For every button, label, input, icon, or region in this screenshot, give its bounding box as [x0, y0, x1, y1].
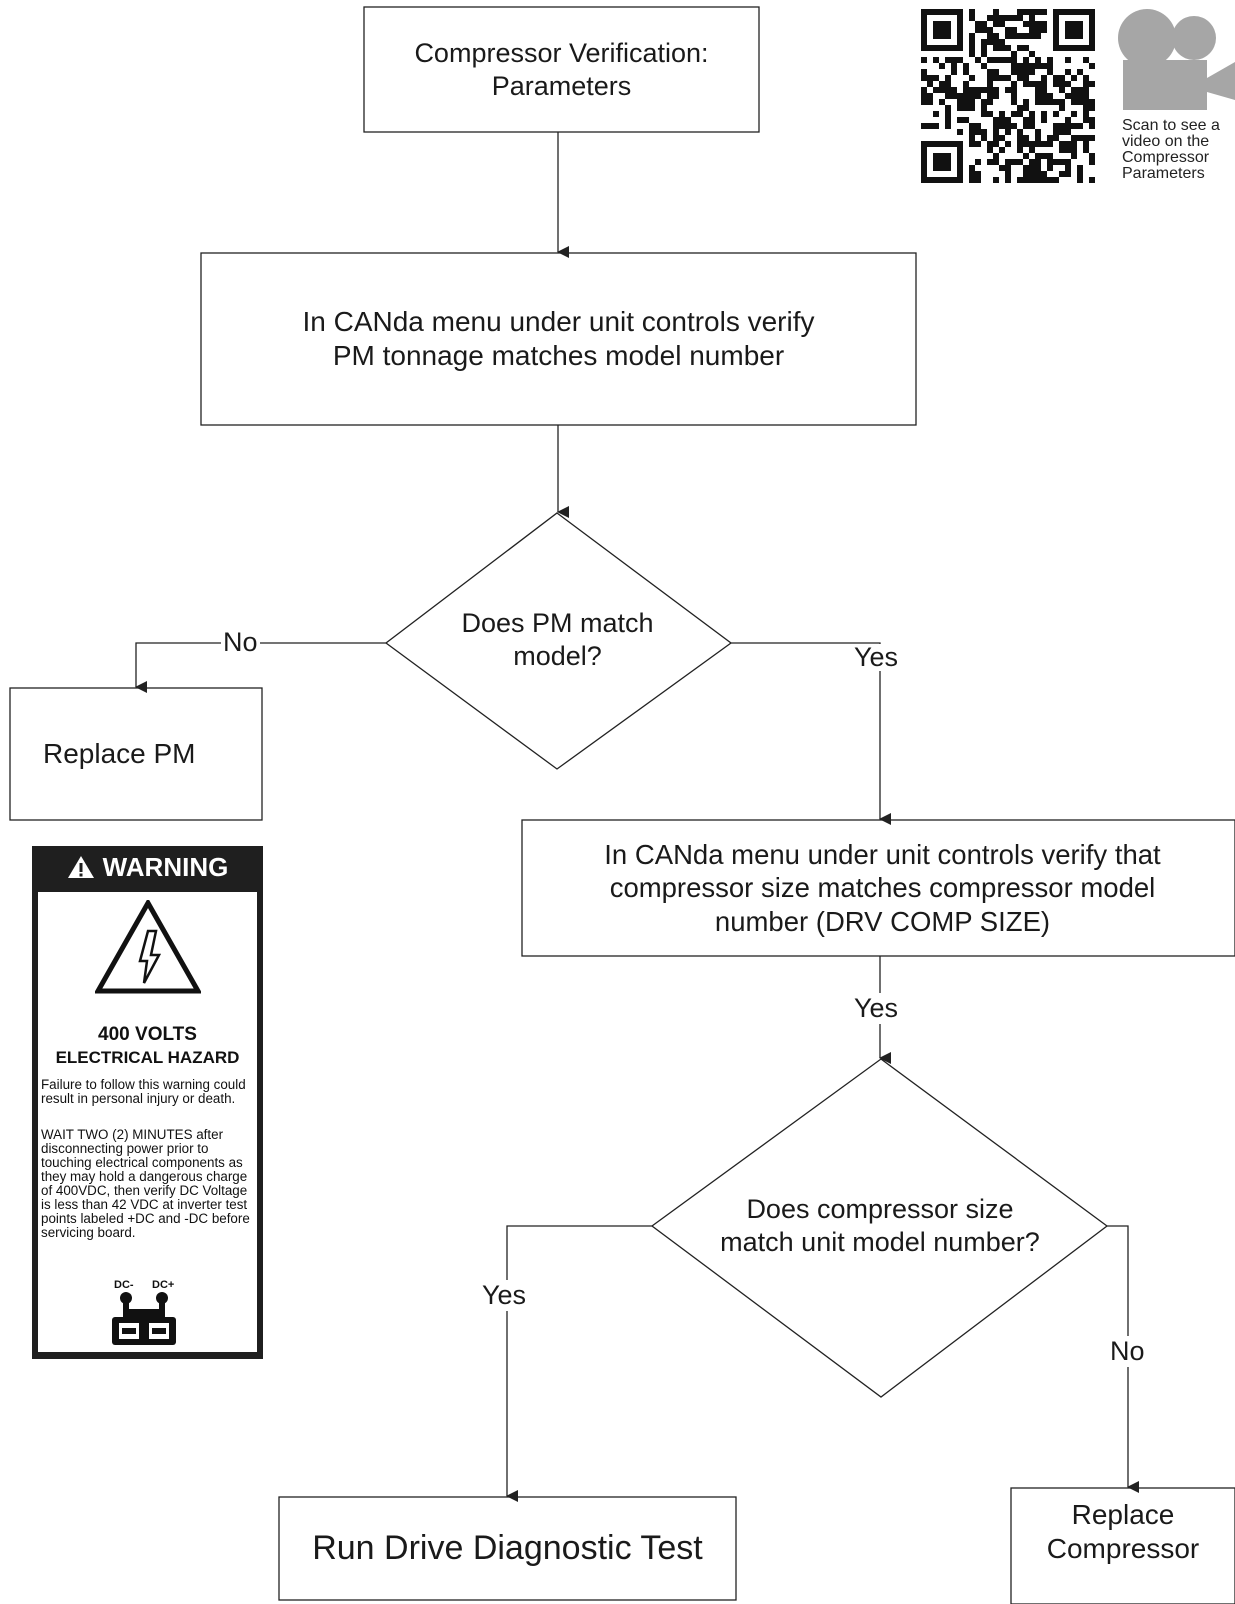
- qr-caption: Scan to see a video on the Compressor Pa…: [1122, 118, 1220, 182]
- high-voltage-icon: [95, 900, 201, 994]
- replace-comp-box: [1010, 1487, 1235, 1604]
- run-test-text: Run Drive Diagnostic Test: [312, 1528, 703, 1567]
- warning-volts: 400 VOLTS: [98, 1024, 197, 1045]
- dc-test-points-icon: [112, 1292, 176, 1345]
- edge-label-pm-no: No: [221, 627, 260, 657]
- warning-hazard: ELECTRICAL HAZARD: [55, 1048, 240, 1067]
- warning-paragraph-2: WAIT TWO (2) MINUTES after disconnecting…: [41, 1127, 250, 1240]
- edge-label-pm-yes: Yes: [854, 642, 899, 672]
- warning-paragraph-1: Failure to follow this warning could res…: [41, 1077, 246, 1106]
- edge-comp-no: [1107, 1225, 1139, 1493]
- replace-comp-text: Replace Compressor: [1046, 1499, 1200, 1565]
- verify-comp-text: In CANda menu under unit controls verify…: [604, 838, 1161, 937]
- video-camera-icon: [1118, 9, 1235, 110]
- decision-pm-diamond: [384, 512, 733, 770]
- edge-pm-no: [135, 642, 386, 693]
- edge-label-comp-no: No: [1110, 1336, 1145, 1367]
- qr-code: [921, 9, 1095, 183]
- replace-pm-text: Replace PM: [43, 737, 196, 769]
- warning-header: WARNING: [32, 846, 263, 888]
- edge-label-verify-comp-yes: Yes: [854, 993, 899, 1024]
- decision-pm-text: Does PM match model?: [461, 608, 654, 671]
- warning-body: 400 VOLTS ELECTRICAL HAZARD Failure to f…: [38, 892, 257, 1352]
- decision-comp-text: Does compressor size match unit model nu…: [720, 1194, 1040, 1257]
- dc-minus-label: DC-: [114, 1279, 134, 1291]
- edge-label-comp-yes: Yes: [482, 1280, 527, 1311]
- decision-comp-diamond: [650, 1058, 1109, 1398]
- warning-triangle-icon: [67, 856, 94, 878]
- verify-pm-text: In CANda menu under unit controls verify…: [302, 305, 815, 371]
- start-box: [363, 6, 760, 133]
- start-text: Compressor Verification: Parameters: [414, 37, 709, 101]
- verify-comp-box: [521, 819, 1235, 957]
- edge-comp-yes: [506, 1225, 652, 1502]
- warning-header-text: WARNING: [102, 851, 229, 882]
- dc-plus-label: DC+: [152, 1279, 175, 1291]
- edge-pm-yes: [731, 642, 891, 825]
- warning-label: WARNING 400 VOLTS ELECTRICAL HAZARD Fail…: [32, 846, 263, 1359]
